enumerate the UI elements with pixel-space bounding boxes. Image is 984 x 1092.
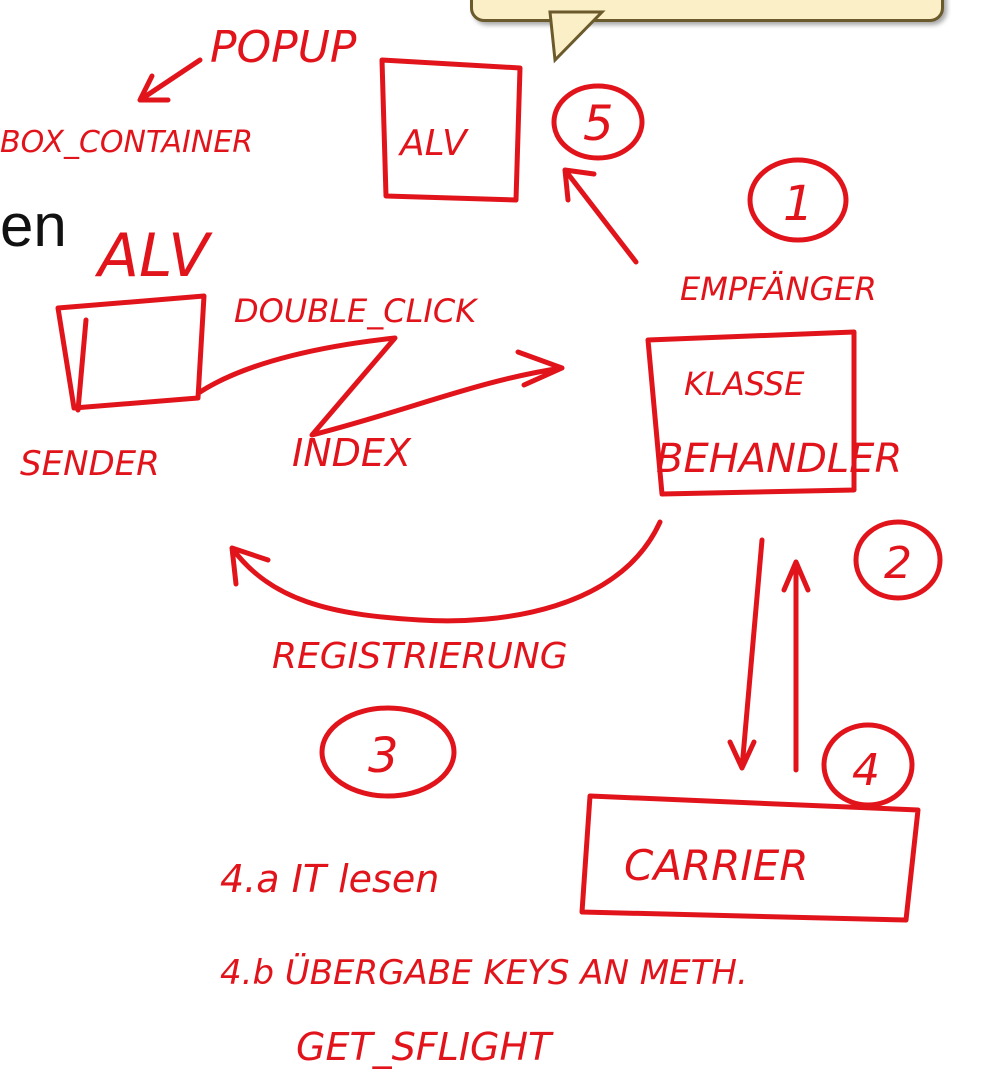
step-1-number: 1 [783, 176, 814, 232]
label-popup: POPUP [210, 22, 357, 73]
label-alv-main: ALV [94, 221, 213, 291]
label-double-click: DOUBLE_CLICK [234, 292, 479, 330]
step-4-number: 4 [852, 745, 880, 796]
label-registrierung: REGISTRIERUNG [272, 636, 568, 677]
step-2-circle [853, 519, 943, 601]
double-click-arrow [197, 335, 565, 438]
label-sender: SENDER [20, 444, 160, 484]
note-4b: 4.b ÜBERGABE KEYS AN METH. [220, 952, 748, 993]
step-3-number: 3 [368, 728, 399, 784]
callout-tail [548, 10, 606, 64]
step-5-number: 5 [583, 96, 614, 152]
note-4a: 4.a IT lesen [220, 857, 439, 901]
sender-box [55, 293, 207, 413]
carrier-box [579, 793, 921, 923]
step-1-circle [747, 157, 849, 243]
step-4-circle [821, 722, 915, 808]
label-index: INDEX [292, 431, 412, 475]
label-klasse: KLASSE [684, 365, 805, 403]
popup-alv-box [379, 57, 523, 203]
note-get-sflight: GET_SFLIGHT [296, 1025, 554, 1069]
arrow-carrier-to-handler [781, 559, 811, 773]
step-2-number: 2 [884, 538, 912, 589]
registration-arrow [229, 519, 663, 624]
label-empfaenger: EMPFÄNGER [680, 270, 877, 308]
step-5-circle [551, 83, 645, 161]
label-carrier: CARRIER [624, 841, 809, 890]
slide-heading-fragment: en [0, 192, 67, 259]
label-behandler: BEHANDLER [656, 436, 902, 482]
step-3-circle [319, 705, 457, 799]
popup-arrow [137, 57, 203, 103]
arrow-to-popup [562, 167, 639, 265]
handler-class-box [645, 329, 857, 497]
label-box-container: BOX_CONTAINER [0, 125, 253, 160]
arrow-handler-to-carrier [727, 537, 765, 771]
label-popup-alv: ALV [398, 123, 469, 164]
